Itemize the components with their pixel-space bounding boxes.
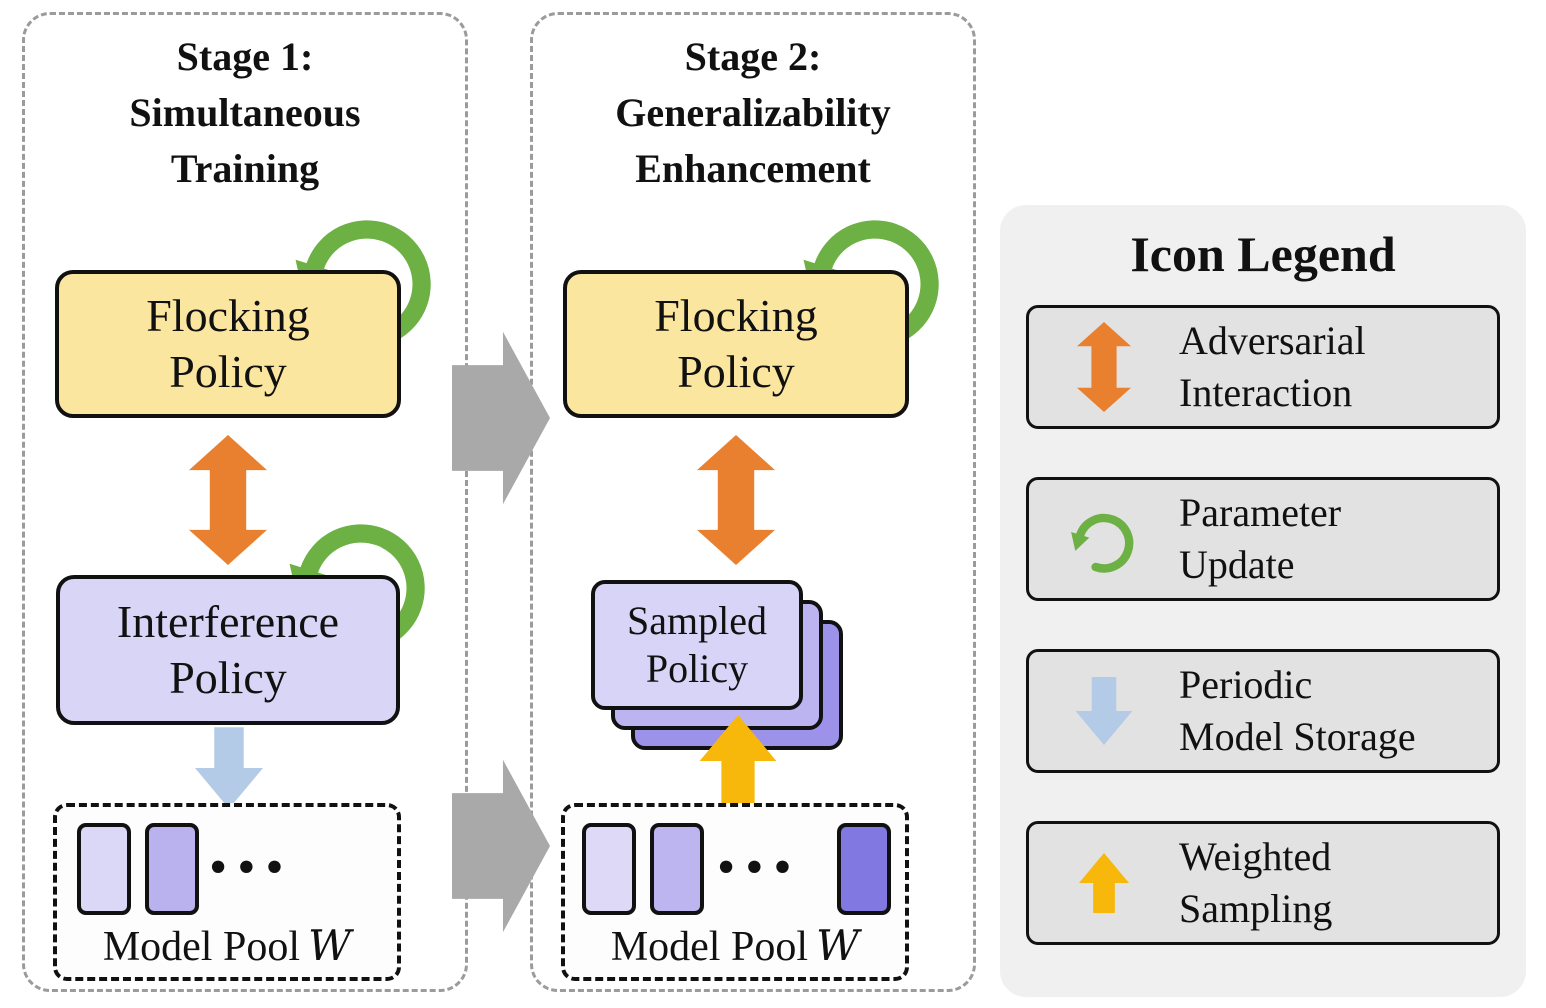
stage1-panel: Stage 1: Simultaneous Training Flocking …	[22, 12, 468, 992]
flocking-policy-box: Flocking Policy	[563, 270, 909, 418]
legend-title: Icon Legend	[1130, 226, 1396, 282]
stored-model-chip	[837, 823, 891, 915]
weighted-sampling-icon	[1079, 853, 1129, 913]
interference-policy-label: Interference Policy	[116, 595, 340, 703]
stage2-panel: Stage 2: Generalizability Enhancement Fl…	[530, 12, 976, 992]
legend-icon-cell	[1029, 504, 1179, 574]
legend-item-adversarial-interaction: Adversarial Interaction	[1026, 305, 1500, 429]
flocking-policy-label: Flocking Policy	[146, 289, 310, 397]
legend-item-label: Adversarial Interaction	[1179, 318, 1366, 415]
model-pool-label-text: Model Pool	[610, 924, 808, 970]
model-pool-label-text: Model Pool	[102, 924, 300, 970]
legend-icon-cell	[1029, 853, 1179, 913]
legend-item-label: Periodic Model Storage	[1179, 662, 1416, 759]
stored-model-chip	[582, 823, 636, 915]
stage-flow-arrow-icon	[452, 759, 550, 933]
periodic-model-storage-icon	[195, 727, 263, 809]
weighted-sampling-icon	[699, 715, 777, 807]
legend-panel: Icon Legend Adversarial Interaction Para…	[1000, 205, 1526, 997]
legend-item-periodic-model-storage: Periodic Model Storage	[1026, 649, 1500, 773]
stage-flow-arrow-icon	[452, 331, 550, 505]
legend-item-label: Parameter Update	[1179, 490, 1342, 587]
adversarial-interaction-icon	[189, 435, 267, 565]
stored-model-chip	[650, 823, 704, 915]
stored-model-chip	[145, 823, 199, 915]
model-pool-symbol: W	[816, 921, 860, 970]
legend-item-parameter-update: Parameter Update	[1026, 477, 1500, 601]
stored-model-chip	[77, 823, 131, 915]
stage1-title: Stage 1: Simultaneous Training	[129, 34, 361, 191]
legend-icon-cell	[1029, 677, 1179, 745]
periodic-model-storage-icon	[1075, 677, 1133, 745]
sampled-policy-label: Sampled Policy	[627, 598, 767, 691]
legend-item-label: Weighted Sampling	[1179, 834, 1333, 931]
parameter-update-icon	[1071, 513, 1134, 573]
legend-icon-cell	[1029, 322, 1179, 412]
interference-policy-box: Interference Policy	[56, 575, 400, 725]
model-pool-dots: •••	[209, 838, 294, 896]
sampled-policy-box: Sampled Policy	[591, 580, 803, 710]
adversarial-interaction-icon	[1077, 322, 1131, 412]
stage2-title: Stage 2: Generalizability Enhancement	[615, 34, 891, 191]
legend-item-weighted-sampling: Weighted Sampling	[1026, 821, 1500, 945]
model-pool-symbol: W	[308, 921, 352, 970]
model-pool-dots: •••	[717, 838, 802, 896]
flocking-policy-box: Flocking Policy	[55, 270, 401, 418]
flocking-policy-label: Flocking Policy	[654, 289, 818, 397]
adversarial-interaction-icon	[697, 435, 775, 565]
